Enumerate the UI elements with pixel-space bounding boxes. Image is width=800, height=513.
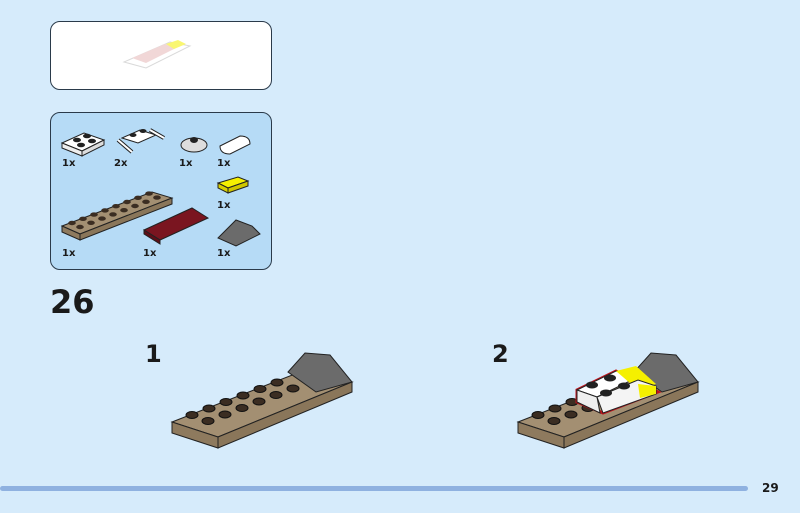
part-dark-red-tile xyxy=(142,207,210,245)
stud xyxy=(101,208,109,213)
part-white-plate-with-bars xyxy=(116,128,165,154)
preview-submodel-image xyxy=(122,40,192,69)
part-white-round-plate xyxy=(180,137,208,153)
part-qty: 1x xyxy=(143,248,157,259)
stud xyxy=(87,220,95,225)
stud xyxy=(564,410,578,419)
stud xyxy=(201,417,215,425)
step-number: 26 xyxy=(50,283,95,321)
new-parts-highlight xyxy=(575,366,662,415)
stud xyxy=(219,398,233,406)
stud xyxy=(112,204,120,209)
substep-number-2: 2 xyxy=(492,340,509,368)
stud xyxy=(90,212,98,217)
page-number: 29 xyxy=(762,481,779,495)
stud xyxy=(153,195,161,200)
part-qty: 1x xyxy=(217,158,231,169)
stud xyxy=(123,199,131,205)
step-1-model xyxy=(170,352,354,449)
stud xyxy=(531,411,545,419)
stud xyxy=(185,411,199,419)
stud xyxy=(236,391,250,400)
stud xyxy=(142,199,150,204)
part-qty: 2x xyxy=(114,158,128,169)
stud xyxy=(202,404,216,413)
part-dark-gray-slope xyxy=(217,219,261,247)
substep-number-1: 1 xyxy=(145,340,162,368)
part-tan-plate-2x8 xyxy=(60,191,174,241)
stud xyxy=(235,404,249,412)
part-qty: 1x xyxy=(217,200,231,211)
stud xyxy=(270,378,284,387)
stud xyxy=(98,216,106,221)
stud xyxy=(548,404,562,413)
step-2-model xyxy=(516,352,700,449)
stud xyxy=(252,397,266,406)
stud xyxy=(68,220,76,226)
part-white-plate-2x2 xyxy=(60,132,106,157)
stud xyxy=(218,410,232,419)
stud xyxy=(76,224,84,230)
stud xyxy=(79,216,87,221)
part-yellow-tile xyxy=(216,176,250,194)
part-qty: 1x xyxy=(179,158,193,169)
stud xyxy=(134,195,142,200)
part-qty: 1x xyxy=(62,158,76,169)
stud xyxy=(253,385,267,393)
part-white-curved-slope xyxy=(219,135,251,155)
stud xyxy=(120,208,128,213)
page-footer-bar xyxy=(0,486,748,491)
stud xyxy=(286,384,300,393)
stud xyxy=(109,212,117,217)
part-qty: 1x xyxy=(62,248,76,259)
part-qty: 1x xyxy=(217,248,231,259)
stud xyxy=(131,203,139,209)
stud xyxy=(269,391,283,399)
stud xyxy=(547,417,561,425)
stud xyxy=(145,191,153,196)
